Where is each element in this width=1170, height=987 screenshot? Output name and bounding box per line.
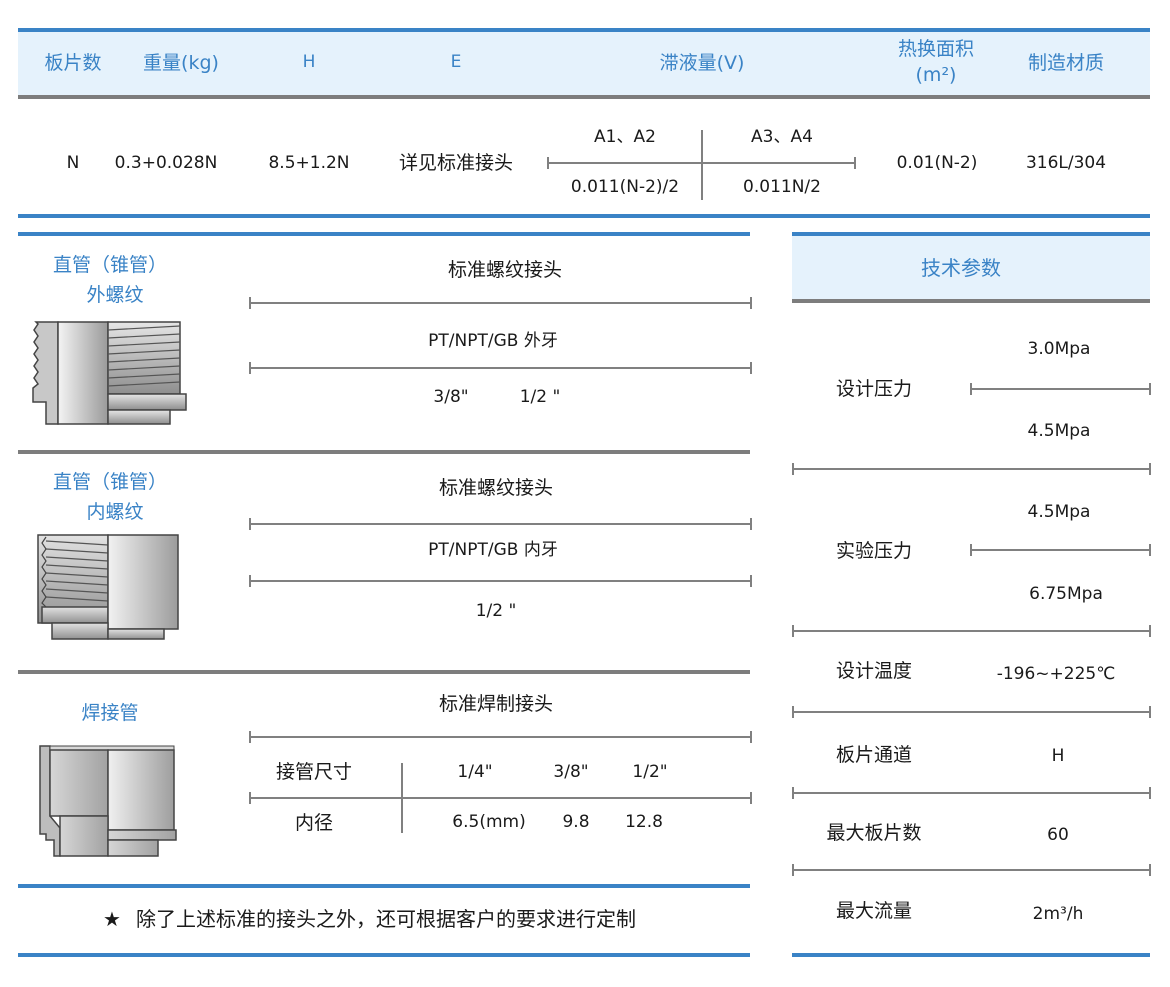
holdup-a12-label: A1、A2	[594, 127, 656, 147]
value-area: 0.01(N-2)	[896, 153, 978, 173]
holdup-vertical-divider	[701, 130, 703, 200]
category-label: 直管（锥管）	[52, 254, 168, 276]
category-label-sub: 内螺纹	[86, 501, 144, 523]
header-plates: 板片数	[44, 52, 102, 74]
size-value: 1/2 "	[475, 601, 517, 621]
internal-thread-fitting-icon	[37, 534, 179, 640]
pipe-size-value: 1/2"	[632, 762, 668, 782]
inner-diameter-value: 12.8	[625, 812, 663, 832]
inner-diameter-value: 6.5(mm)	[452, 812, 526, 832]
tech-top-rule	[792, 232, 1150, 236]
row-divider	[792, 625, 1151, 637]
section-divider	[18, 450, 750, 454]
note-bottom-rule	[18, 953, 750, 957]
connection-title: 标准螺纹接头	[438, 477, 554, 499]
param-value: 60	[1047, 825, 1069, 845]
weld-pipe-fitting-icon	[39, 745, 177, 857]
pipe-size-value: 1/4"	[457, 762, 493, 782]
header-area-unit: (m²)	[915, 64, 957, 86]
param-label-max-flow: 最大流量	[835, 900, 913, 922]
holdup-a34-value: 0.011N/2	[743, 177, 821, 197]
spec-bottom-rule	[18, 214, 1150, 218]
value-material: 316L/304	[1025, 153, 1107, 173]
header-area: 热换面积	[897, 38, 975, 60]
value-plates: N	[66, 153, 80, 173]
pipe-size-value: 3/8"	[553, 762, 589, 782]
dimension-line	[249, 792, 752, 804]
custom-note: 除了上述标准的接头之外，还可根据客户的要求进行定制	[136, 907, 636, 931]
header-e: E	[450, 52, 462, 72]
dimension-line	[970, 544, 1151, 556]
size-value: 1/2 "	[519, 387, 561, 407]
tech-params-title: 技术参数	[921, 256, 1001, 280]
tech-header-rule	[792, 299, 1150, 303]
param-value: -196~+225℃	[996, 664, 1116, 684]
param-value: 4.5Mpa	[1027, 421, 1091, 441]
param-label-plate-channel: 板片通道	[835, 744, 913, 766]
row-divider	[792, 706, 1151, 718]
pipe-size-label: 接管尺寸	[275, 761, 353, 783]
value-e: 详见标准接头	[398, 152, 514, 174]
param-value: 4.5Mpa	[1027, 502, 1091, 522]
row-divider	[792, 787, 1151, 799]
top-rule	[18, 28, 1150, 32]
param-value: 3.0Mpa	[1027, 339, 1091, 359]
header-holdup: 滞液量(V)	[659, 52, 745, 74]
section-divider	[18, 670, 750, 674]
size-value: 3/8"	[433, 387, 469, 407]
value-weight: 0.3+0.028N	[114, 153, 218, 173]
param-value: 6.75Mpa	[1029, 584, 1103, 604]
category-label-sub: 外螺纹	[86, 284, 144, 306]
param-label-design-pressure: 设计压力	[835, 378, 913, 400]
dimension-line	[970, 383, 1151, 395]
connection-title: 标准焊制接头	[438, 693, 554, 715]
holdup-a12-value: 0.011(N-2)/2	[570, 177, 680, 197]
holdup-a34-label: A3、A4	[751, 127, 813, 147]
note-top-rule	[18, 884, 750, 888]
category-label: 直管（锥管）	[52, 471, 168, 493]
tech-header-bg	[792, 236, 1150, 299]
value-h: 8.5+1.2N	[268, 153, 350, 173]
category-label: 焊接管	[81, 702, 139, 724]
dimension-line	[249, 362, 752, 374]
tech-bottom-rule	[792, 953, 1150, 957]
connection-spec: PT/NPT/GB 内牙	[428, 540, 558, 560]
header-material: 制造材质	[1027, 52, 1105, 74]
dimension-line	[249, 575, 752, 587]
spec-header-bg	[18, 32, 1150, 95]
inner-diameter-value: 9.8	[562, 812, 590, 832]
external-thread-fitting-icon	[32, 321, 187, 425]
param-value: H	[1051, 746, 1065, 766]
connection-title: 标准螺纹接头	[447, 259, 563, 281]
header-h: H	[302, 52, 316, 72]
param-label-design-temp: 设计温度	[835, 660, 913, 682]
dimension-line	[249, 731, 752, 743]
dimension-line	[249, 518, 752, 530]
header-weight: 重量(kg)	[143, 52, 219, 74]
inner-diameter-label: 内径	[294, 812, 334, 834]
connections-top-rule	[18, 232, 750, 236]
param-value: 2m³/h	[1032, 904, 1084, 924]
row-divider	[792, 864, 1151, 876]
connection-spec: PT/NPT/GB 外牙	[428, 331, 558, 351]
row-divider	[792, 463, 1151, 475]
header-rule	[18, 95, 1150, 99]
note-star-icon: ★	[103, 907, 121, 931]
table-vertical-divider	[401, 763, 403, 833]
dimension-line	[249, 297, 752, 309]
param-label-max-plates: 最大板片数	[826, 822, 922, 844]
param-label-test-pressure: 实验压力	[835, 540, 913, 562]
